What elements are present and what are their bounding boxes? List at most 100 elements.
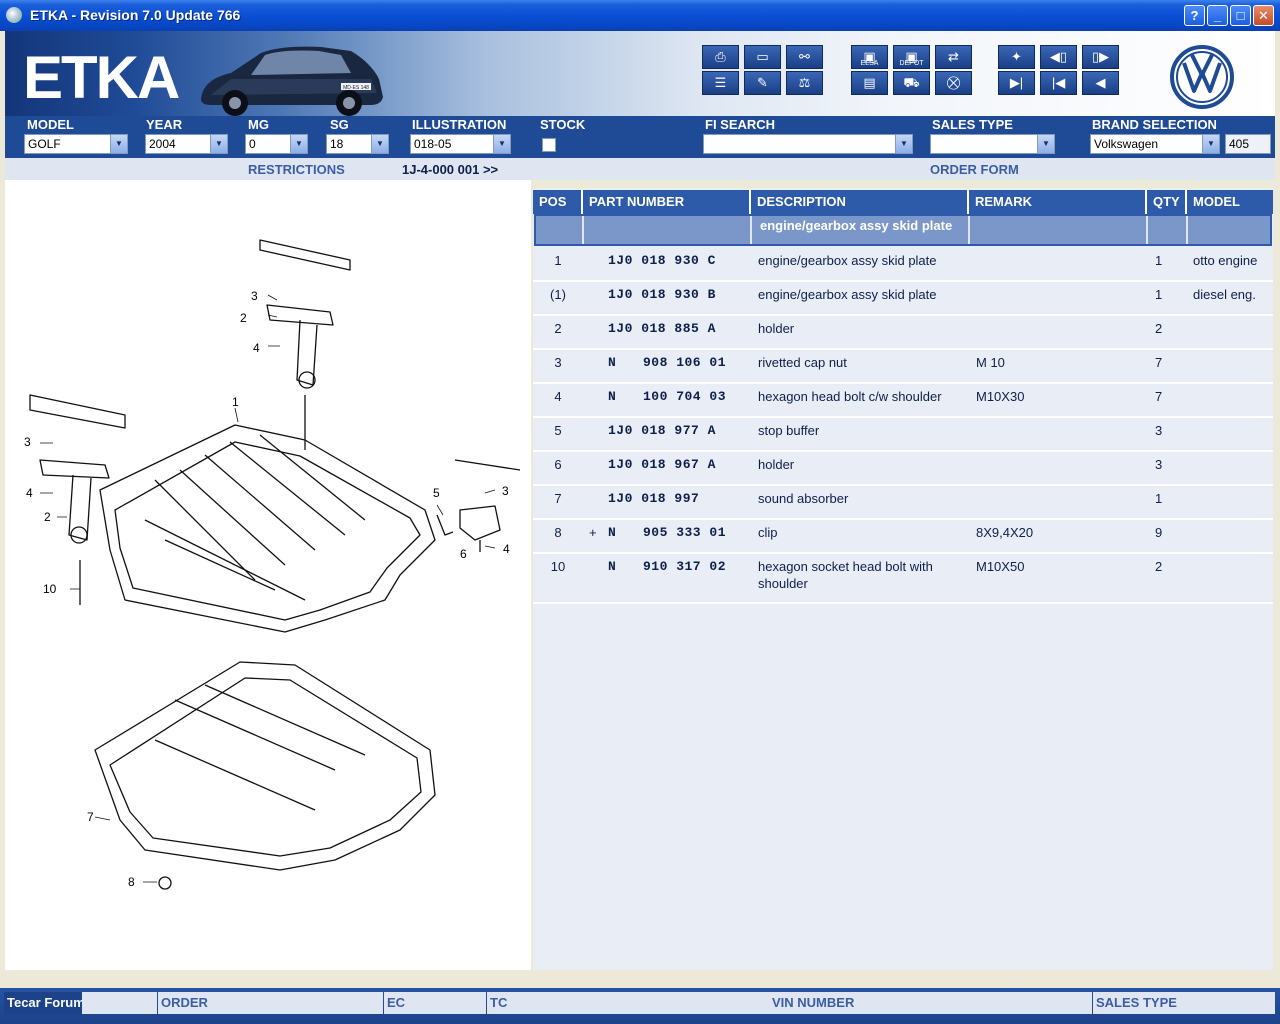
chevron-down-icon[interactable]: ▼ — [110, 135, 127, 153]
prev-page-icon[interactable]: ◀▯ — [1040, 45, 1077, 69]
elsa-icon[interactable]: ▣ELSA — [851, 45, 888, 69]
scale-icon[interactable]: ⚖ — [786, 71, 823, 95]
brand-select[interactable]: Volkswagen▼ — [1090, 134, 1220, 154]
column-header-model[interactable]: MODEL — [1187, 190, 1273, 214]
computer-icon[interactable]: ▤ — [851, 71, 888, 95]
vw-logo[interactable] — [1170, 45, 1234, 109]
cell-model: otto engine — [1193, 253, 1258, 268]
cell-pos: 2 — [554, 321, 562, 336]
chevron-down-icon[interactable]: ▼ — [1037, 135, 1054, 153]
tc-tab[interactable]: TC — [487, 992, 511, 1014]
ec-tab[interactable]: EC — [384, 992, 409, 1014]
callout-4[interactable]: 4 — [503, 542, 510, 556]
callout-2[interactable]: 2 — [44, 510, 51, 524]
column-header-remark[interactable]: REMARK — [969, 190, 1147, 214]
binoculars-icon[interactable]: ⚯ — [786, 45, 823, 69]
callout-2[interactable]: 2 — [240, 311, 247, 325]
callout-7[interactable]: 7 — [87, 810, 94, 824]
app-icon[interactable] — [6, 7, 22, 23]
fi-search-select[interactable]: ▼ — [703, 134, 913, 154]
cell-qty: 3 — [1155, 423, 1163, 438]
cell-pn: 1J0 018 967 A — [608, 457, 716, 472]
stock-checkbox[interactable] — [542, 138, 556, 152]
back-icon[interactable]: ◀ — [1082, 71, 1119, 95]
cart-transfer-icon[interactable]: ⇄ — [935, 45, 972, 69]
cell-pos: 3 — [554, 355, 562, 370]
vin-number-tab[interactable]: VIN NUMBER — [769, 992, 858, 1014]
pencil-icon[interactable]: ✎ — [744, 71, 781, 95]
chevron-down-icon[interactable]: ▼ — [371, 135, 388, 153]
cart-icon[interactable]: ⛒ — [935, 71, 972, 95]
depot-icon[interactable]: ▣DEPOT — [893, 45, 930, 69]
list-icon[interactable]: ☰ — [702, 71, 739, 95]
title-bar: ETKA - Revision 7.0 Update 766 ? _ □ ✕ — [0, 0, 1280, 31]
next-page-icon[interactable]: ▯▶ — [1082, 45, 1119, 69]
model-select[interactable]: GOLF▼ — [24, 134, 128, 154]
callout-3[interactable]: 3 — [251, 289, 258, 303]
cell-desc: rivetted cap nut — [758, 355, 847, 370]
callout-1[interactable]: 1 — [232, 395, 239, 409]
column-header-qty[interactable]: QTY — [1147, 190, 1187, 214]
cell-qty: 7 — [1155, 389, 1163, 404]
chevron-down-icon[interactable]: ▼ — [1202, 135, 1219, 153]
callout-4[interactable]: 4 — [253, 341, 260, 355]
cell-n: N — [608, 355, 617, 370]
tecar-forum-link[interactable]: Tecar Forum — [4, 992, 88, 1014]
skip-icon[interactable]: ▶| — [998, 71, 1035, 95]
sg-select[interactable]: 18▼ — [326, 134, 389, 154]
mg-select[interactable]: 0▼ — [245, 134, 308, 154]
first-icon[interactable]: |◀ — [1040, 71, 1077, 95]
illustration-select[interactable]: 018-05▼ — [410, 134, 511, 154]
maximize-button[interactable]: □ — [1230, 5, 1251, 26]
sales-type-tab[interactable]: SALES TYPE — [1093, 992, 1180, 1014]
car-service-icon[interactable]: ⛟ — [893, 71, 930, 95]
callout-8[interactable]: 8 — [128, 875, 135, 889]
chevron-down-icon[interactable]: ▼ — [493, 135, 510, 153]
callout-3[interactable]: 3 — [502, 484, 509, 498]
restrictions-link[interactable]: RESTRICTIONS — [248, 162, 345, 177]
column-header-description[interactable]: DESCRIPTION — [751, 190, 969, 214]
pin-icon[interactable]: ✦ — [998, 45, 1035, 69]
minimize-button[interactable]: _ — [1207, 5, 1228, 26]
cell-pn: 905 333 01 — [643, 525, 727, 540]
cell-desc: clip — [758, 525, 778, 540]
order-form-link[interactable]: ORDER FORM — [930, 162, 1019, 177]
printer-icon[interactable]: ⎙ — [702, 45, 739, 69]
year-select[interactable]: 2004▼ — [145, 134, 228, 154]
restrictions-value[interactable]: 1J-4-000 001 >> — [402, 162, 499, 177]
cell-pn: 910 317 02 — [643, 559, 727, 574]
parts-illustration[interactable]: 1 2 3 4 2 3 4 5 3 6 4 2 10 7 8 — [5, 180, 531, 970]
callout-3[interactable]: 3 — [24, 435, 31, 449]
group-heading-row[interactable]: engine/gearbox assy skid plate — [534, 214, 1272, 246]
blank-screen-icon[interactable]: ▭ — [744, 45, 781, 69]
callout-4[interactable]: 4 — [26, 486, 33, 500]
help-button[interactable]: ? — [1184, 5, 1205, 26]
sales-type-select[interactable]: ▼ — [930, 134, 1055, 154]
callout-6[interactable]: 6 — [460, 547, 467, 561]
column-header-part-number[interactable]: PART NUMBER — [583, 190, 751, 214]
status-spacer — [1180, 992, 1275, 1014]
cell-pn: 1J0 018 997 — [608, 491, 700, 506]
callout-10[interactable]: 10 — [43, 582, 57, 596]
callout-5[interactable]: 5 — [433, 486, 440, 500]
order-tab[interactable]: ORDER — [158, 992, 211, 1014]
chevron-down-icon[interactable]: ▼ — [895, 135, 912, 153]
sg-label: SG — [330, 117, 349, 132]
cell-desc: hexagon head bolt c/w shoulder — [758, 389, 942, 404]
close-button[interactable]: ✕ — [1253, 5, 1274, 26]
chevron-down-icon[interactable]: ▼ — [210, 135, 227, 153]
sales-type-label: SALES TYPE — [932, 117, 1013, 132]
chevron-down-icon[interactable]: ▼ — [290, 135, 307, 153]
column-header-pos[interactable]: POS — [533, 190, 583, 214]
cell-qty: 7 — [1155, 355, 1163, 370]
